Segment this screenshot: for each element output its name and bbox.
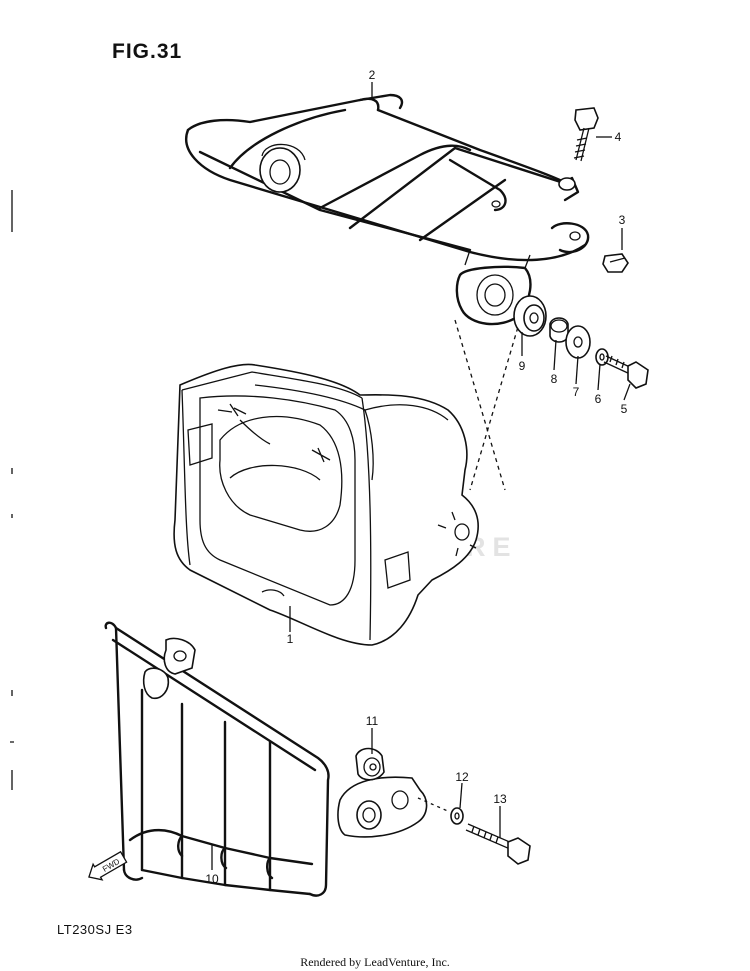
part-label-5: 5 (621, 402, 628, 416)
fwd-arrow-icon: FWD (88, 850, 128, 881)
front-carrier[interactable] (185, 93, 590, 326)
headlight-housing[interactable] (173, 363, 479, 646)
bolt-13[interactable] (465, 823, 531, 865)
part-label-8: 8 (551, 372, 558, 386)
part-label-10: 10 (205, 872, 219, 886)
bolt-3[interactable] (602, 253, 629, 273)
part-label-12: 12 (455, 770, 469, 784)
washer-6[interactable] (595, 348, 609, 366)
bolt-5[interactable] (603, 355, 649, 389)
part-label-7: 7 (573, 385, 580, 399)
collar-8[interactable] (549, 317, 569, 343)
render-credit: Rendered by LeadVenture, Inc. (300, 955, 450, 969)
figure-title: FIG.31 (112, 40, 183, 63)
washer-7[interactable] (565, 325, 591, 359)
part-label-2: 2 (369, 68, 376, 82)
model-code: LT230SJ E3 (57, 922, 133, 937)
part-label-6: 6 (595, 392, 602, 406)
part-label-4: 4 (615, 130, 622, 144)
part-label-1: 1 (287, 632, 294, 646)
washer-12[interactable] (450, 807, 464, 825)
headlight-guard[interactable] (104, 621, 428, 897)
bolt-4[interactable] (573, 107, 599, 162)
cushion-11[interactable] (355, 747, 385, 781)
part-label-13: 13 (493, 792, 507, 806)
part-label-11: 11 (366, 714, 379, 728)
part-label-3: 3 (619, 213, 626, 227)
part-label-9: 9 (519, 359, 526, 373)
cushion-9[interactable] (513, 295, 547, 337)
